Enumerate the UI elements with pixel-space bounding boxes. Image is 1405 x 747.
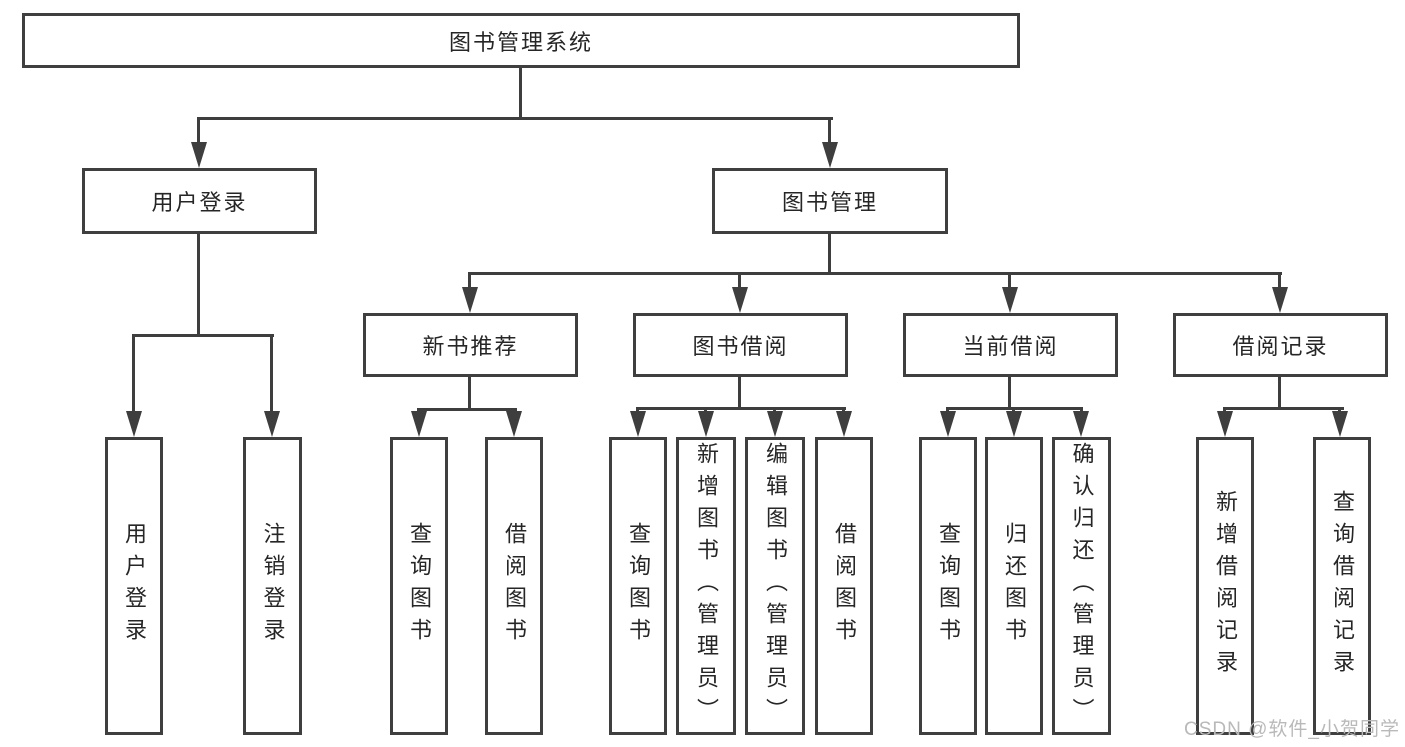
- node-root: 图书管理系统: [22, 13, 1020, 68]
- arrow-to-nb-query: [411, 411, 427, 437]
- connector-stub-cb-confirm: [1080, 407, 1083, 414]
- node-leaf-nb-query-label: 查询图书: [407, 522, 432, 650]
- node-user-login-label: 用户登录: [151, 190, 248, 215]
- connector-stub-cb-query: [946, 407, 949, 414]
- node-current-borrow-label: 当前借阅: [962, 334, 1059, 359]
- node-leaf-bb-query: 查询图书: [609, 437, 667, 735]
- arrow-to-nb-borrow: [506, 411, 522, 437]
- connector-book-borrow-vline: [738, 377, 741, 410]
- connector-new-books-vline: [468, 377, 471, 411]
- arrow-to-bb-borrow: [836, 411, 852, 437]
- arrow-to-cb-return: [1006, 411, 1022, 437]
- node-leaf-cb-confirm-label: 确认归还（管理员）: [1069, 442, 1095, 730]
- node-leaf-nb-borrow-label: 借阅图书: [502, 522, 527, 650]
- arrow-to-bb-add: [698, 411, 714, 437]
- arrow-to-cb-confirm: [1073, 411, 1089, 437]
- connector-stub-br-add: [1223, 407, 1226, 414]
- arrow-to-br-add: [1217, 411, 1233, 437]
- connector-borrow-records-hline: [1223, 407, 1344, 410]
- node-leaf-nb-query: 查询图书: [390, 437, 448, 735]
- node-leaf-cb-confirm: 确认归还（管理员）: [1052, 437, 1111, 735]
- arrow-to-borrow-records: [1272, 287, 1288, 313]
- connector-stub-bb-query: [636, 407, 639, 414]
- node-leaf-cb-query: 查询图书: [919, 437, 977, 735]
- arrow-to-bb-edit: [767, 411, 783, 437]
- node-root-label: 图书管理系统: [448, 29, 593, 55]
- arrow-to-bb-query: [630, 411, 646, 437]
- connector-user-login-hline: [132, 334, 274, 337]
- node-leaf-bb-borrow: 借阅图书: [815, 437, 873, 735]
- connector-root-vline: [519, 68, 522, 120]
- arrow-to-book-mgmt: [822, 142, 838, 168]
- node-current-borrow: 当前借阅: [903, 313, 1118, 377]
- connector-borrow-records-vline: [1278, 377, 1281, 410]
- node-book-mgmt-label: 图书管理: [781, 190, 878, 215]
- arrow-to-new-books: [462, 287, 478, 313]
- connector-stub-bb-borrow: [842, 407, 845, 414]
- node-leaf-user-login-label: 用户登录: [122, 522, 147, 650]
- connector-book-mgmt-vline: [828, 234, 831, 275]
- node-leaf-br-query: 查询借阅记录: [1313, 437, 1371, 735]
- node-book-borrow-label: 图书借阅: [692, 334, 789, 359]
- node-borrow-records-label: 借阅记录: [1232, 334, 1329, 359]
- connector-book-mgmt-hline: [468, 272, 1282, 275]
- connector-book-borrow-hline: [636, 407, 846, 410]
- csdn-watermark: CSDN @软件_小贺同学: [1184, 719, 1400, 740]
- arrow-to-user-login: [191, 142, 207, 168]
- node-leaf-br-add: 新增借阅记录: [1196, 437, 1254, 735]
- connector-new-books-hline: [417, 408, 517, 411]
- node-leaf-nb-borrow: 借阅图书: [485, 437, 543, 735]
- connector-current-borrow-vline: [1008, 377, 1011, 410]
- node-leaf-bb-edit: 编辑图书（管理员）: [745, 437, 805, 735]
- node-leaf-cb-return: 归还图书: [985, 437, 1043, 735]
- connector-stub-cb-return: [1012, 407, 1015, 414]
- node-leaf-logout-label: 注销登录: [260, 522, 286, 650]
- node-leaf-br-query-label: 查询借阅记录: [1330, 490, 1355, 682]
- arrow-to-cb-query: [940, 411, 956, 437]
- node-book-mgmt: 图书管理: [712, 168, 948, 234]
- arrow-to-book-borrow: [732, 287, 748, 313]
- connector-stub-bb-edit: [773, 407, 776, 414]
- connector-root-stub-user-login: [197, 117, 200, 144]
- node-leaf-logout: 注销登录: [243, 437, 302, 735]
- node-leaf-cb-return-label: 归还图书: [1002, 522, 1027, 650]
- node-new-books: 新书推荐: [363, 313, 578, 377]
- connector-stub-bb-add: [704, 407, 707, 414]
- arrow-to-br-query: [1332, 411, 1348, 437]
- node-leaf-user-login: 用户登录: [105, 437, 163, 735]
- node-leaf-bb-add-label: 新增图书（管理员）: [694, 442, 719, 730]
- connector-user-login-vline: [197, 234, 200, 337]
- connector-stub-new-books: [468, 272, 471, 289]
- arrow-to-leaf-user-login: [126, 411, 142, 437]
- node-leaf-bb-add: 新增图书（管理员）: [676, 437, 736, 735]
- node-new-books-label: 新书推荐: [422, 334, 519, 359]
- node-leaf-cb-query-label: 查询图书: [936, 522, 961, 650]
- connector-root-stub-book-mgmt: [828, 117, 831, 144]
- node-user-login: 用户登录: [82, 168, 317, 234]
- connector-stub-leaf-user-login: [132, 334, 135, 413]
- connector-stub-leaf-logout: [270, 334, 273, 413]
- arrow-to-current-borrow: [1002, 287, 1018, 313]
- node-borrow-records: 借阅记录: [1173, 313, 1388, 377]
- arrow-to-leaf-logout: [264, 411, 280, 437]
- connector-root-hline: [197, 117, 833, 120]
- connector-stub-book-borrow: [738, 272, 741, 289]
- connector-stub-borrow-records: [1278, 272, 1281, 289]
- node-leaf-bb-borrow-label: 借阅图书: [832, 522, 857, 650]
- connector-stub-current-borrow: [1008, 272, 1011, 289]
- connector-stub-br-query: [1338, 407, 1341, 414]
- node-leaf-bb-query-label: 查询图书: [626, 522, 651, 650]
- node-book-borrow: 图书借阅: [633, 313, 848, 377]
- node-leaf-bb-edit-label: 编辑图书（管理员）: [763, 442, 788, 730]
- node-leaf-br-add-label: 新增借阅记录: [1213, 490, 1238, 682]
